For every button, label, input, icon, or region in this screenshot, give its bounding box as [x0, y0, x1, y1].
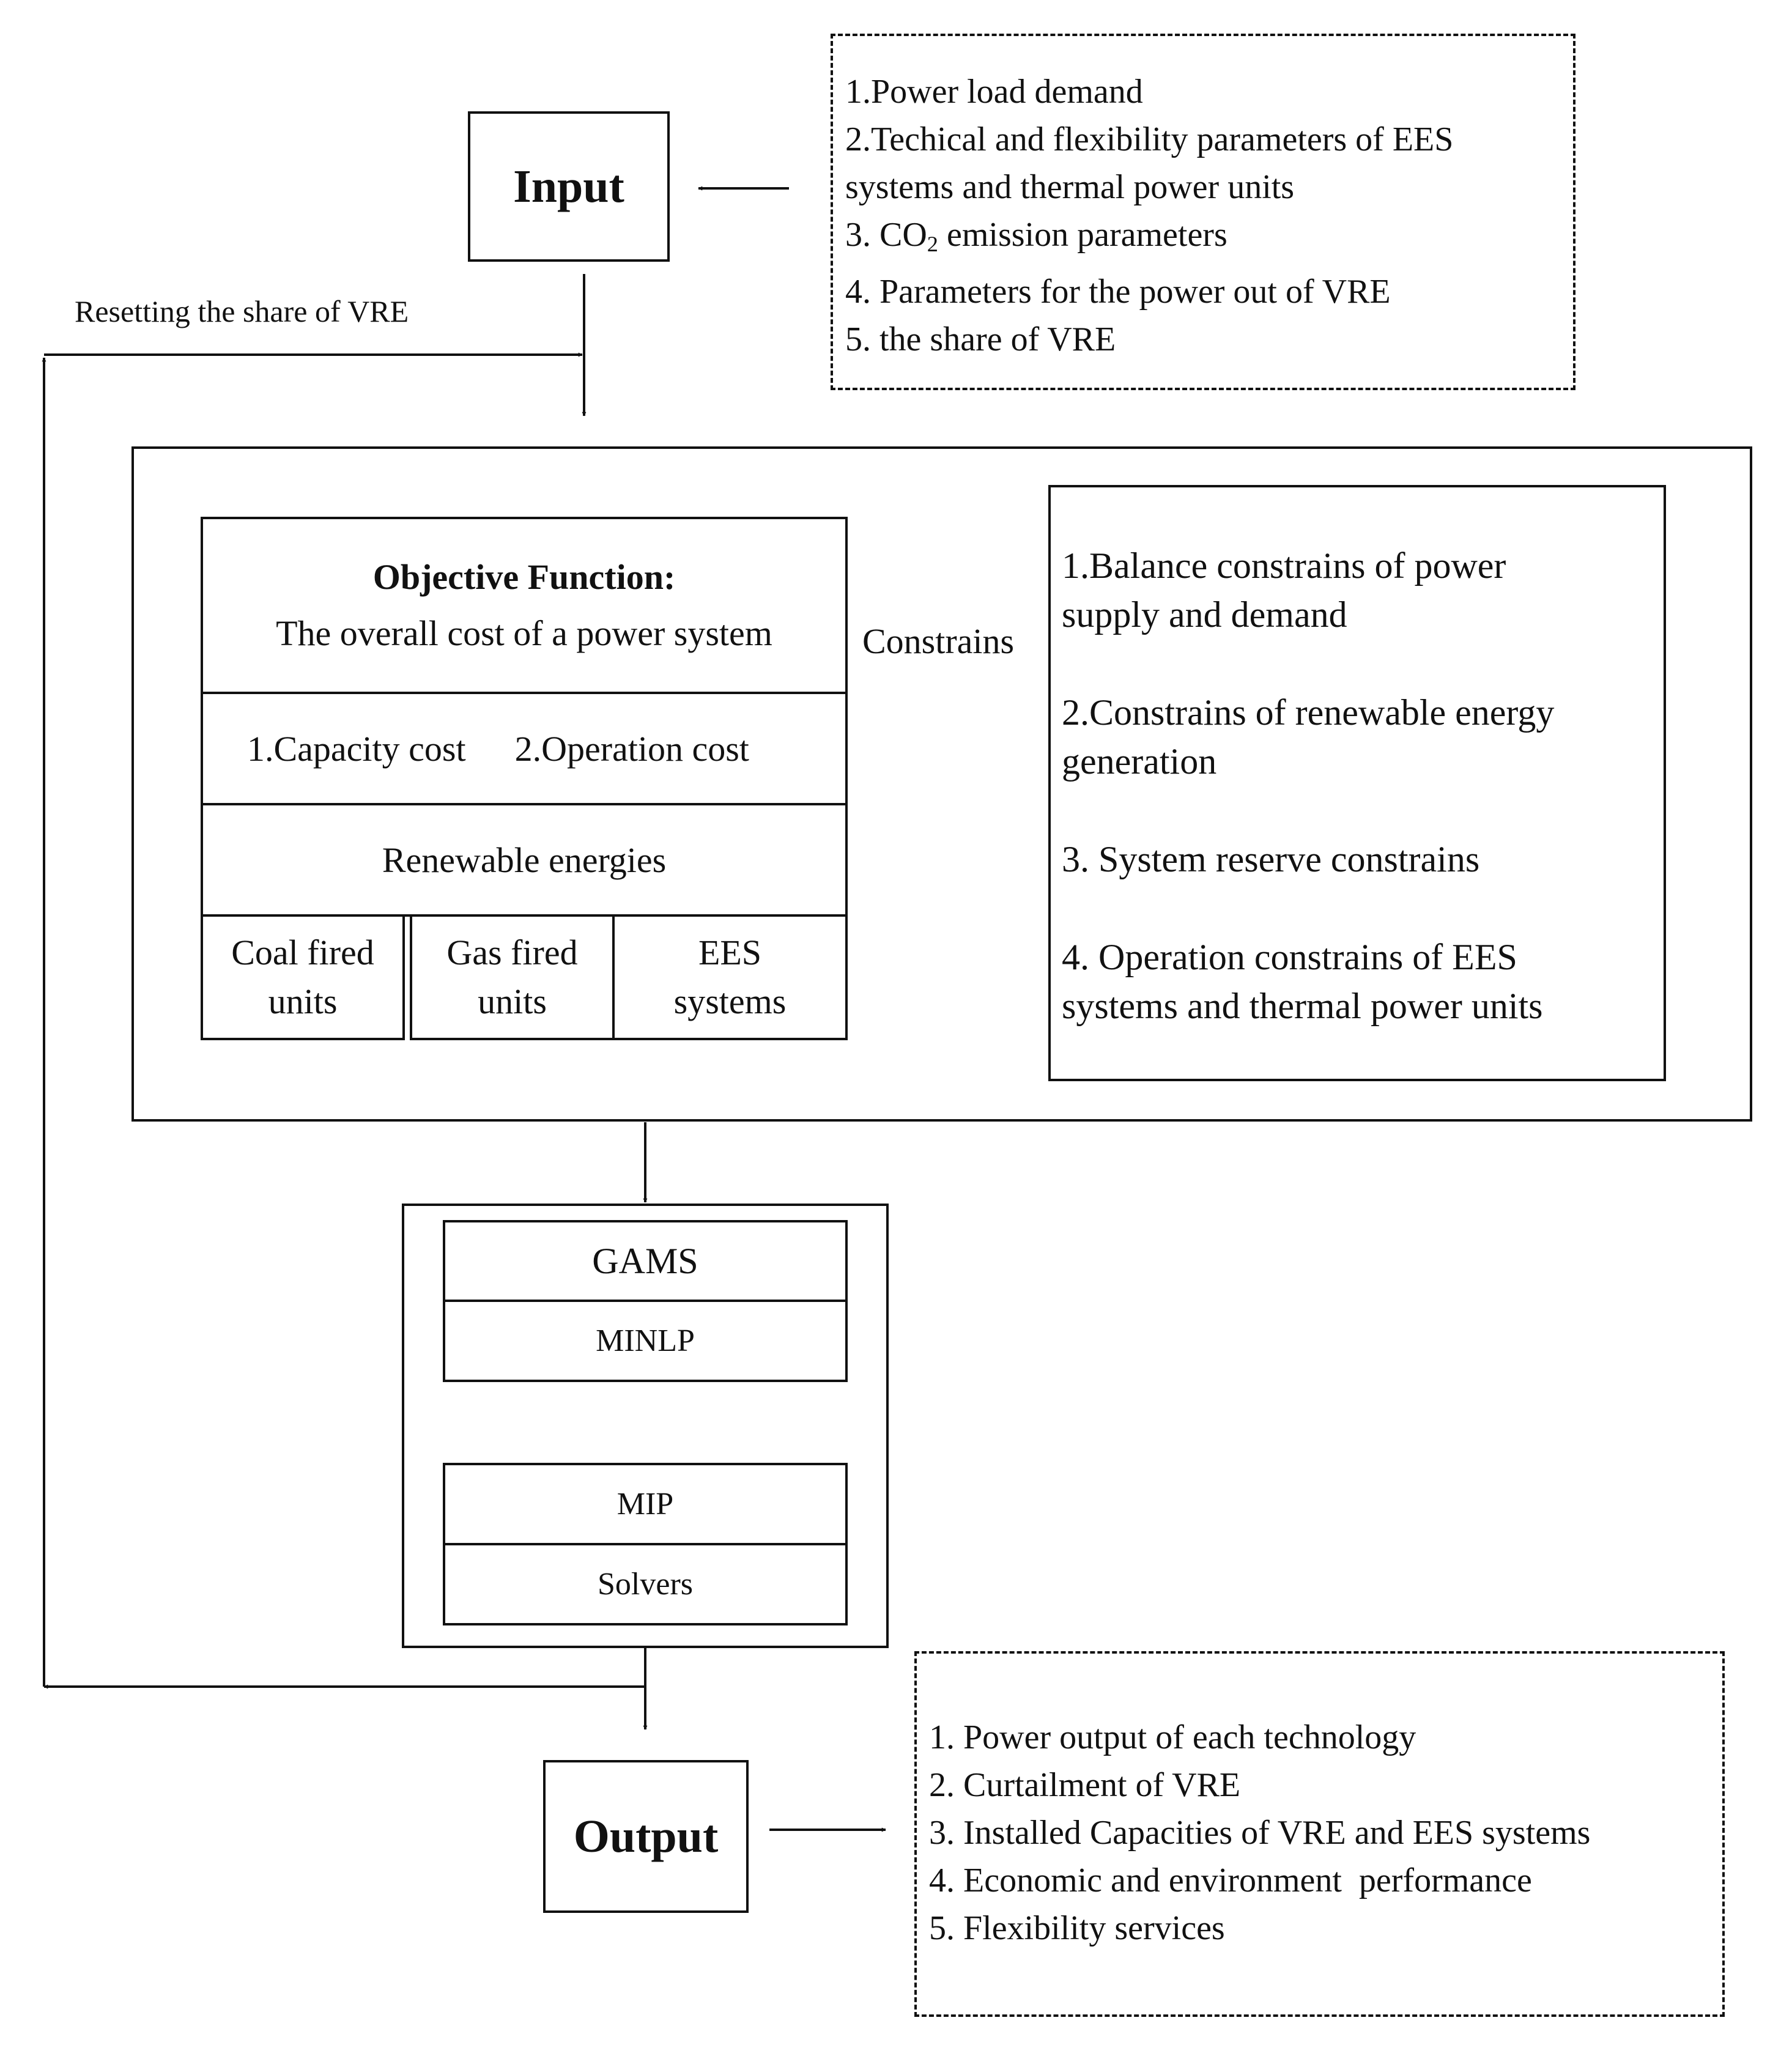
minlp-cell: MINLP [443, 1300, 848, 1382]
input-box: Input [468, 111, 670, 262]
unit-ees: EES systems [612, 914, 848, 1040]
input-item-co2: 3. CO2 emission parameters [845, 216, 1227, 257]
output-item-1: 1. Power output of each technology [929, 1718, 1416, 1756]
objective-function-header: Objective Function: The overall cost of … [201, 517, 848, 694]
objective-subtitle: The overall cost of a power system [276, 613, 772, 653]
constraints-label: Constrains [862, 621, 1015, 661]
input-parameters-panel: 1.Power load demand 2.Techical and flexi… [831, 34, 1575, 390]
input-item-4: 4. Parameters for the power out of VRE [845, 273, 1391, 311]
renewable-row: Renewable energies [201, 803, 848, 917]
solvers-cell: Solvers [443, 1543, 848, 1625]
feedback-label: Resetting the share of VRE [75, 294, 409, 328]
output-item-2: 2. Curtailment of VRE [929, 1766, 1241, 1804]
input-title: Input [513, 160, 624, 212]
capacity-cost: 1.Capacity cost [247, 728, 466, 769]
output-item-4: 4. Economic and environment performance [929, 1862, 1532, 1899]
output-item-5: 5. Flexibility services [929, 1909, 1225, 1947]
output-results-panel: 1. Power output of each technology 2. Cu… [914, 1651, 1725, 2017]
cost-row: 1.Capacity cost 2.Operation cost [201, 692, 848, 805]
objective-title: Objective Function: [372, 557, 676, 597]
unit-gas: Gas fired units [410, 914, 615, 1040]
operation-cost: 2.Operation cost [514, 728, 749, 769]
renewable-label: Renewable energies [382, 840, 667, 880]
constraint-2: 2.Constrains of renewable energy generat… [1062, 692, 1555, 782]
input-item-2: 2.Techical and flexibility parameters of… [845, 120, 1454, 158]
constraint-4: 4. Operation constrains of EES systems a… [1062, 937, 1543, 1026]
output-box: Output [543, 1760, 749, 1913]
constraint-1: 1.Balance constrains of power supply and… [1062, 545, 1506, 635]
input-item-5: 5. the share of VRE [845, 320, 1116, 359]
input-item-1: 1.Power load demand [845, 73, 1143, 111]
output-title: Output [573, 1810, 719, 1862]
gams-cell: GAMS [443, 1220, 848, 1302]
mip-cell: MIP [443, 1463, 848, 1545]
output-item-3: 3. Installed Capacities of VRE and EES s… [929, 1814, 1591, 1852]
input-item-2-cont: systems and thermal power units [845, 168, 1295, 206]
unit-coal: Coal fired units [201, 914, 405, 1040]
constraint-3: 3. System reserve constrains [1062, 839, 1480, 879]
constraints-box: 1.Balance constrains of power supply and… [1048, 485, 1666, 1081]
